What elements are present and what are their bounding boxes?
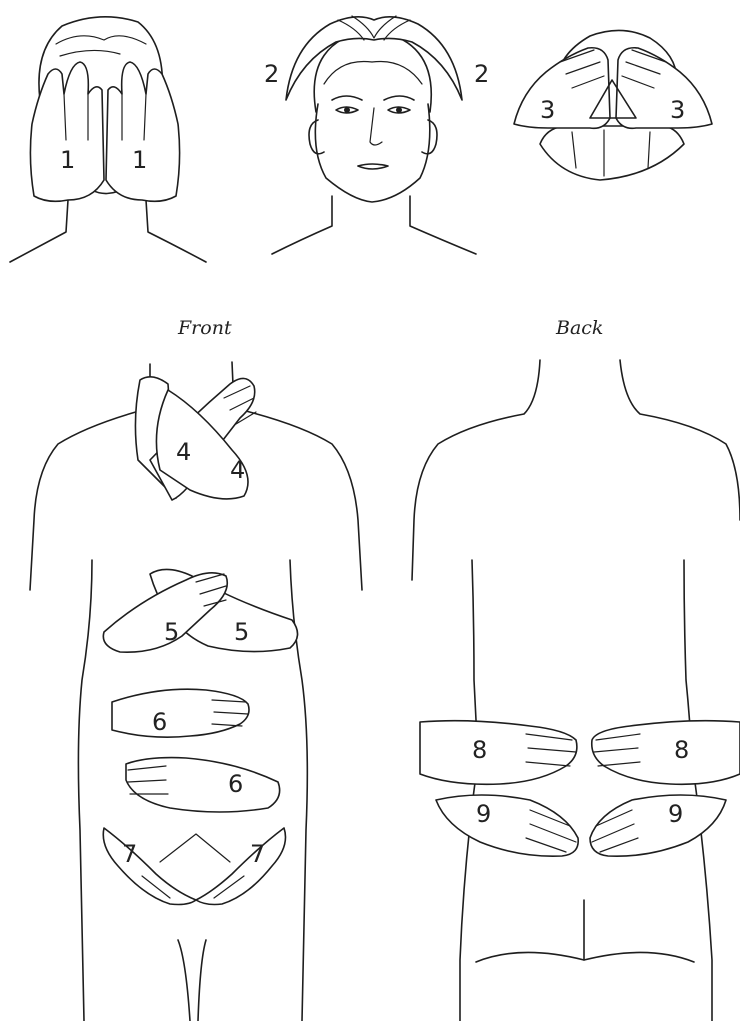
position-1-right-label: 1 — [132, 146, 147, 174]
back-torso-figure — [412, 360, 740, 1021]
position-3-left-label: 3 — [540, 96, 555, 124]
position-7-left-label: 7 — [122, 840, 137, 868]
position-2-right-label: 2 — [474, 60, 489, 88]
position-3-right-label: 3 — [670, 96, 685, 124]
position-8-right-label: 8 — [674, 736, 689, 764]
back-caption: Back — [555, 317, 603, 339]
position-8-left-label: 8 — [472, 736, 487, 764]
position-5-right-label: 5 — [234, 618, 249, 646]
position-9-left-label: 9 — [476, 800, 491, 828]
position-4-lower-label: 4 — [230, 456, 245, 484]
front-caption: Front — [177, 317, 232, 339]
front-torso-figure — [30, 362, 362, 1021]
position-7-right-label: 7 — [250, 840, 265, 868]
position-9-right-label: 9 — [668, 800, 683, 828]
head-position-1-figure — [10, 17, 206, 262]
position-5-left-label: 5 — [164, 618, 179, 646]
position-2-left-label: 2 — [264, 60, 279, 88]
position-4-upper-label: 4 — [176, 438, 191, 466]
position-1-left-label: 1 — [60, 146, 75, 174]
head-position-2-figure — [272, 16, 476, 254]
position-6-lower-label: 6 — [228, 770, 243, 798]
position-6-upper-label: 6 — [152, 708, 167, 736]
